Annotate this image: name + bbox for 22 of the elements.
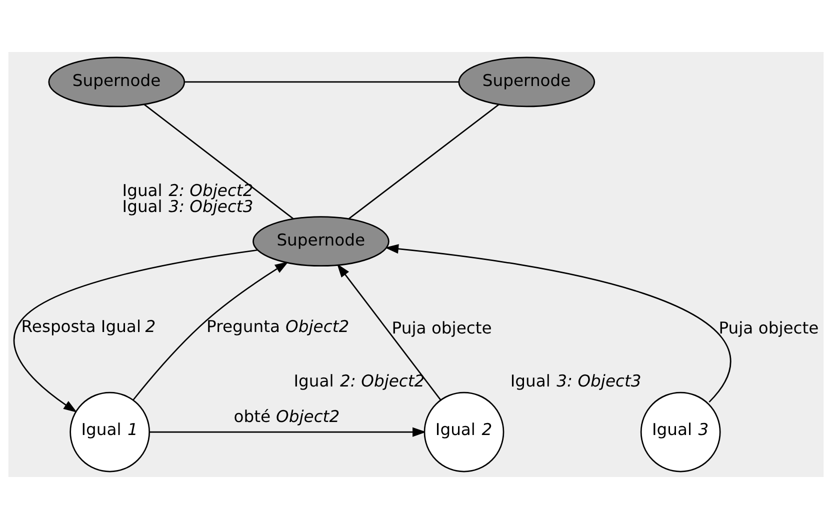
edge-label: Resposta Igual 2 — [21, 317, 156, 336]
arrow — [149, 427, 426, 437]
edge-label: Puja objecte — [718, 318, 819, 338]
connector — [144, 104, 294, 220]
node-ellipse: Supernode — [48, 56, 186, 108]
connector — [184, 81, 459, 83]
node-ellipse: Supernode — [458, 56, 596, 108]
node-ellipse: Supernode — [252, 216, 390, 267]
arrow — [14, 249, 258, 412]
arrow — [132, 262, 289, 400]
node-circle: Igual 2 — [424, 392, 504, 472]
node-circle: Igual 3 — [640, 392, 721, 472]
node-label: Igual 2: Object2 — [122, 180, 254, 200]
node-label: Igual 3: Object3 — [510, 372, 642, 391]
edge-label: Pregunta Object2 — [206, 317, 350, 336]
node-circle: Igual 1 — [70, 392, 150, 472]
edge-label: obté Object2 — [234, 406, 340, 426]
arrow — [336, 264, 442, 400]
edge-label: Puja objecte — [392, 318, 492, 338]
node-label: Igual 2: Object2 — [294, 372, 425, 391]
arrow — [384, 244, 731, 402]
connector — [348, 104, 500, 220]
